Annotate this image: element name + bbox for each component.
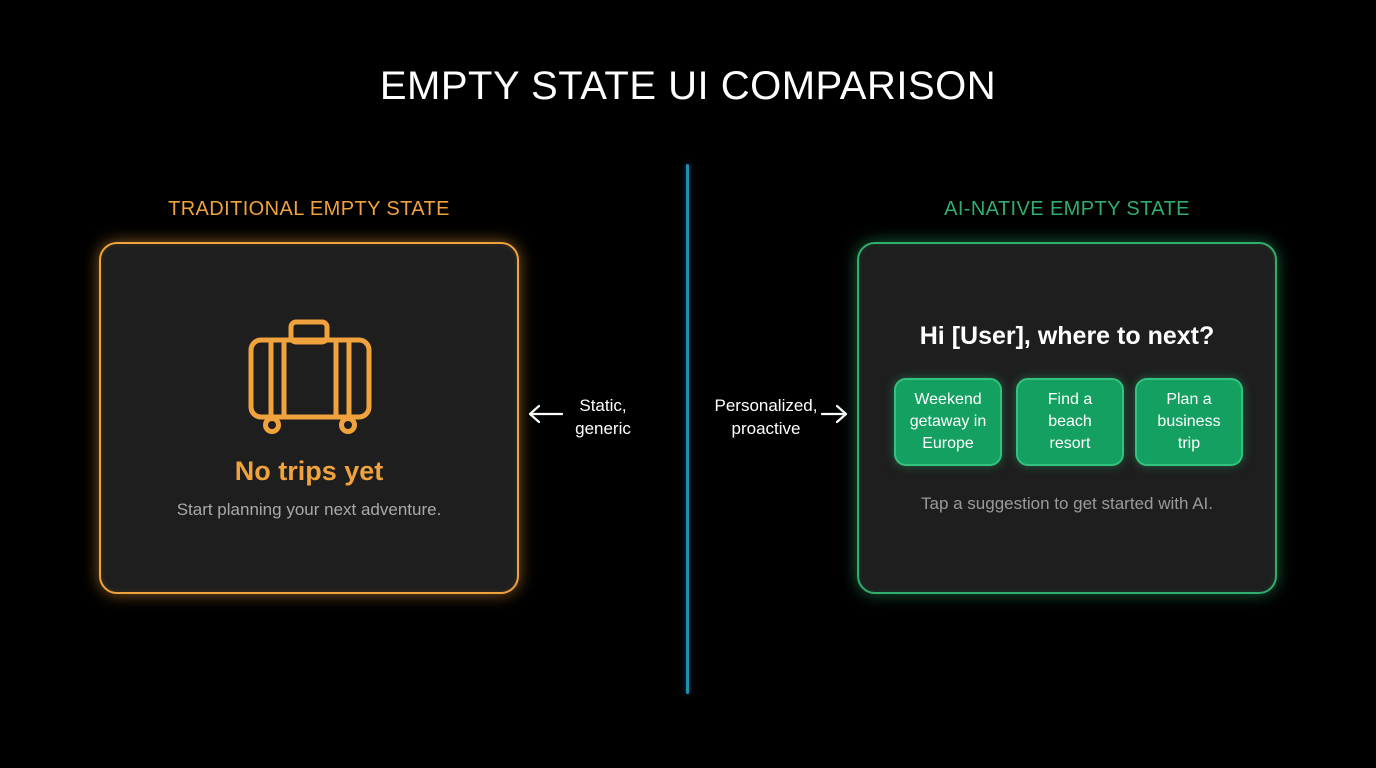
chip-text-line: trip (1177, 435, 1201, 452)
chip-text-line: Weekend (914, 391, 982, 408)
suggestion-chip-weekend-getaway[interactable]: Weekend getaway in Europe (894, 378, 1002, 466)
empty-state-subtitle: Start planning your next adventure. (176, 500, 442, 519)
chip-text-line: Plan a (1166, 391, 1212, 408)
chip-text-line: Find a (1047, 391, 1093, 408)
page-title: EMPTY STATE UI COMPARISON (379, 64, 997, 108)
empty-state-title: No trips yet (234, 456, 384, 486)
chip-text-line: business (1157, 413, 1221, 430)
chip-text-line: beach (1048, 413, 1092, 430)
arrow-right-icon (820, 404, 848, 424)
arrow-left-icon (528, 404, 564, 424)
suitcase-icon (248, 319, 372, 434)
ai-native-label: AI-NATIVE EMPTY STATE (944, 198, 1190, 220)
annotation-line: Static, (579, 396, 627, 415)
chip-text-line: resort (1049, 435, 1091, 452)
chip-text-line: Europe (922, 435, 974, 452)
chip-text-line: getaway in (909, 413, 987, 430)
center-divider (686, 164, 689, 694)
annotation-line: generic (575, 419, 631, 438)
suggestion-chip-business-trip[interactable]: Plan a business trip (1135, 378, 1243, 466)
traditional-annotation: Static, generic (566, 394, 640, 440)
traditional-label: TRADITIONAL EMPTY STATE (168, 198, 450, 220)
traditional-empty-state-card: No trips yet Start planning your next ad… (99, 242, 519, 594)
suggestion-chips: Weekend getaway in Europe Find a beach r… (894, 378, 1244, 468)
annotation-line: proactive (731, 419, 801, 438)
greeting-heading: Hi [User], where to next? (919, 322, 1215, 350)
annotation-line: Personalized, (714, 396, 818, 415)
ai-native-annotation: Personalized, proactive (706, 394, 826, 440)
ai-native-empty-state-card: Hi [User], where to next? Weekend getawa… (857, 242, 1277, 594)
suggestion-chip-beach-resort[interactable]: Find a beach resort (1016, 378, 1124, 466)
suggestion-hint: Tap a suggestion to get started with AI. (920, 494, 1213, 513)
